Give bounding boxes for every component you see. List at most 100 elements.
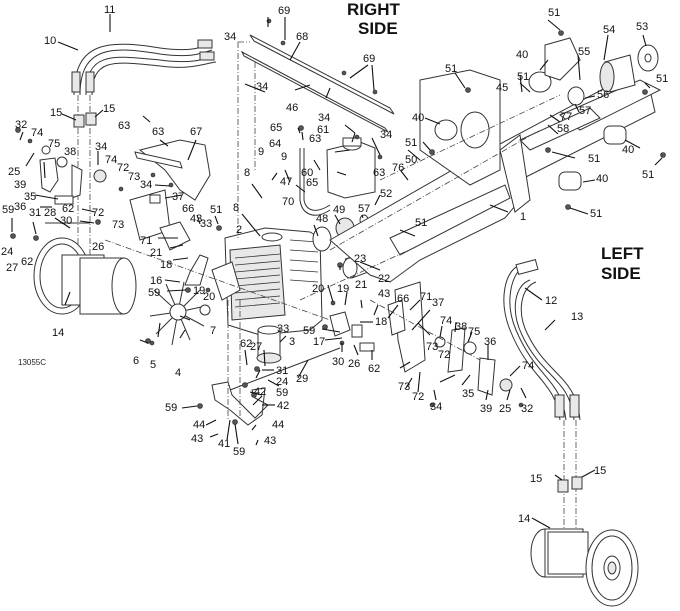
callout-59: 59	[303, 325, 315, 337]
callout-15: 15	[50, 107, 62, 119]
callout-9: 9	[281, 151, 287, 163]
callout-15: 15	[530, 473, 542, 485]
callout-46: 46	[286, 102, 298, 114]
callout-29: 29	[296, 373, 308, 385]
callout-34: 34	[256, 81, 268, 93]
callout-25: 25	[499, 403, 511, 415]
left-side-label-line1: LEFT	[601, 244, 644, 263]
callout-43: 43	[191, 433, 203, 445]
callout-31: 31	[29, 207, 41, 219]
callout-37: 37	[172, 191, 184, 203]
callout-59: 59	[148, 287, 160, 299]
callout-34: 34	[224, 31, 236, 43]
callout-43: 43	[190, 213, 202, 225]
frame-1	[329, 69, 662, 283]
callout-62: 62	[21, 256, 33, 268]
callout-55: 55	[578, 46, 590, 58]
bracket-muffler	[544, 37, 581, 81]
callout-69: 69	[363, 53, 375, 65]
callout-59: 59	[2, 204, 14, 216]
callout-49: 49	[333, 204, 345, 216]
callout-32: 32	[15, 119, 27, 131]
callout-8: 8	[233, 202, 239, 214]
callout-59: 59	[276, 387, 288, 399]
callout-58: 58	[557, 123, 569, 135]
callout-75: 75	[468, 326, 480, 338]
callout-22: 22	[378, 273, 390, 285]
callout-74: 74	[105, 154, 117, 166]
callout-76: 76	[392, 162, 404, 174]
callout-40: 40	[412, 112, 424, 124]
callout-19: 19	[337, 283, 349, 295]
callout-42: 42	[254, 386, 266, 398]
callout-18: 18	[375, 316, 387, 328]
callout-65: 65	[270, 122, 282, 134]
callout-51: 51	[210, 204, 222, 216]
callout-17: 17	[313, 336, 325, 348]
callout-40: 40	[596, 173, 608, 185]
side-labels: RIGHT SIDE LEFT SIDE	[347, 0, 644, 283]
callout-35: 35	[462, 388, 474, 400]
callout-39: 39	[480, 403, 492, 415]
callout-18: 18	[160, 259, 172, 271]
callout-39: 39	[14, 179, 26, 191]
callout-74: 74	[440, 315, 452, 327]
callout-73: 73	[128, 171, 140, 183]
callout-65: 65	[306, 177, 318, 189]
callout-40: 40	[516, 49, 528, 61]
callout-73: 73	[426, 341, 438, 353]
fitting-15-right-a	[557, 479, 569, 493]
callout-15: 15	[594, 465, 606, 477]
callout-43: 43	[264, 435, 276, 447]
callout-38: 38	[455, 321, 467, 333]
callout-19: 19	[193, 285, 205, 297]
callout-51: 51	[415, 217, 427, 229]
callout-36: 36	[14, 201, 26, 213]
callout-66: 66	[397, 293, 409, 305]
callout-72: 72	[117, 162, 129, 174]
right-side-label-line1: RIGHT	[347, 0, 401, 19]
callout-16: 16	[150, 275, 162, 287]
callout-60: 60	[301, 167, 313, 179]
cooling-fan-4	[149, 281, 207, 346]
callout-33: 33	[277, 323, 289, 335]
callout-40: 40	[622, 144, 634, 156]
callout-3: 3	[289, 336, 295, 348]
callout-2: 2	[236, 224, 242, 236]
callout-11: 11	[104, 4, 115, 16]
left-side-label-line2: SIDE	[601, 264, 641, 283]
callout-51: 51	[642, 169, 654, 181]
callout-4: 4	[175, 367, 181, 379]
assembly-centerlines	[104, 41, 561, 420]
callout-52: 52	[380, 188, 392, 200]
callout-71: 71	[140, 235, 152, 247]
clamp-56	[567, 86, 585, 106]
callout-45: 45	[496, 82, 508, 94]
callout-74: 74	[31, 127, 43, 139]
callout-13: 13	[571, 311, 583, 323]
hose-assembly-right	[71, 39, 217, 96]
callout-14: 14	[52, 327, 64, 339]
callout-64: 64	[269, 138, 281, 150]
callout-33: 33	[200, 218, 212, 230]
callout-70: 70	[282, 196, 294, 208]
callout-63: 63	[373, 167, 385, 179]
hose-assembly-left	[503, 258, 581, 421]
callout-75: 75	[48, 138, 60, 150]
muffler-54	[599, 44, 659, 93]
callout-57: 57	[579, 105, 591, 117]
callout-72: 72	[438, 349, 450, 361]
callout-71: 71	[420, 291, 432, 303]
figure-code: 13055C	[18, 358, 46, 367]
hose-64	[299, 148, 331, 216]
callout-9: 9	[258, 146, 264, 158]
callout-74: 74	[522, 360, 534, 372]
callout-51: 51	[405, 137, 417, 149]
callout-41: 41	[218, 438, 230, 450]
callout-36: 36	[484, 336, 496, 348]
callout-53: 53	[636, 21, 648, 33]
callout-61: 61	[317, 124, 329, 136]
callout-34: 34	[140, 179, 152, 191]
callout-51: 51	[656, 73, 668, 85]
fitting-15-left	[73, 112, 97, 128]
